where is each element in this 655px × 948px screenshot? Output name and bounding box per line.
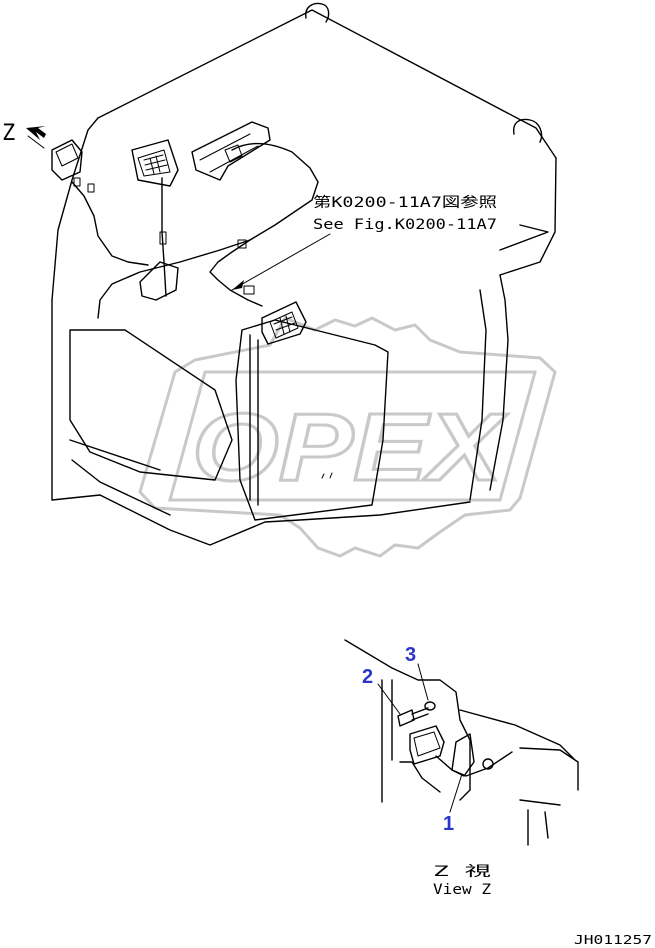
work-lamp-top (131, 139, 179, 187)
reference-arrowhead (232, 280, 244, 290)
view-caption-en: View Z (433, 882, 491, 898)
leader-2 (377, 683, 401, 715)
detail-grommet (482, 758, 494, 770)
view-z-arrow (26, 126, 46, 149)
view-arrow-label: Z (2, 121, 15, 146)
right-pillar-inner (469, 289, 487, 501)
drawing-number: JH011257 (574, 933, 652, 947)
bolt-part-2 (397, 707, 429, 727)
machine-body (51, 2, 557, 546)
shoulder-line (499, 224, 549, 251)
body-bottom-inner (71, 459, 171, 516)
connector-d (87, 183, 95, 193)
detail-lamp (409, 725, 445, 765)
detail-cable (435, 751, 513, 777)
window-left (69, 329, 233, 481)
watermark-frame (168, 370, 537, 502)
reference-leader (231, 233, 331, 291)
view-z-detail (344, 639, 579, 846)
harness-down-center (161, 177, 167, 297)
window-mark (321, 472, 333, 479)
body-bottom (51, 299, 471, 546)
roof-bump-right (513, 118, 543, 143)
harness-main (97, 142, 319, 319)
watermark-text: OPEX (192, 394, 508, 501)
detail-body (459, 709, 579, 791)
washer-part-3 (424, 701, 436, 711)
work-lamp-z (51, 139, 83, 181)
connector-a (159, 231, 167, 245)
connector-e (73, 177, 81, 187)
roof-back-edge (97, 9, 557, 159)
callout-3: 3 (405, 644, 416, 666)
rail-bracket (191, 121, 271, 181)
view-caption-jp: Z 視 (433, 864, 491, 880)
opex-watermark: OPEX (138, 316, 557, 558)
roof-bump-left (305, 2, 330, 23)
harness-assembly (26, 121, 331, 345)
callout-2: 2 (362, 666, 373, 688)
leader-3 (417, 663, 429, 701)
work-lamp-right (261, 301, 307, 345)
detail-bracket (451, 733, 475, 777)
harness-branch-right (209, 239, 263, 307)
window-right (235, 319, 389, 521)
connector-b (237, 239, 247, 249)
connector-c (243, 285, 255, 295)
callout-1: 1 (443, 813, 454, 835)
detail-panel-outline (344, 639, 471, 801)
right-pillar (489, 274, 509, 491)
clamp-bracket (139, 261, 179, 301)
roof-front-edge (51, 117, 99, 301)
rail-bracket-detail (199, 133, 259, 173)
reference-text-en: See Fig.K0200-11A7 (313, 217, 497, 233)
watermark-gear-outline (138, 316, 557, 558)
harness-branch-left (71, 181, 149, 266)
roof-right-drop (499, 157, 557, 276)
window-left-lower (69, 439, 161, 471)
leader-1 (449, 773, 463, 813)
reference-text-jp: 第K0200-11A7図参照 (313, 194, 497, 211)
window-right-inner (249, 334, 259, 506)
detail-panel-left (381, 679, 393, 803)
detail-frame-lower (399, 761, 561, 846)
